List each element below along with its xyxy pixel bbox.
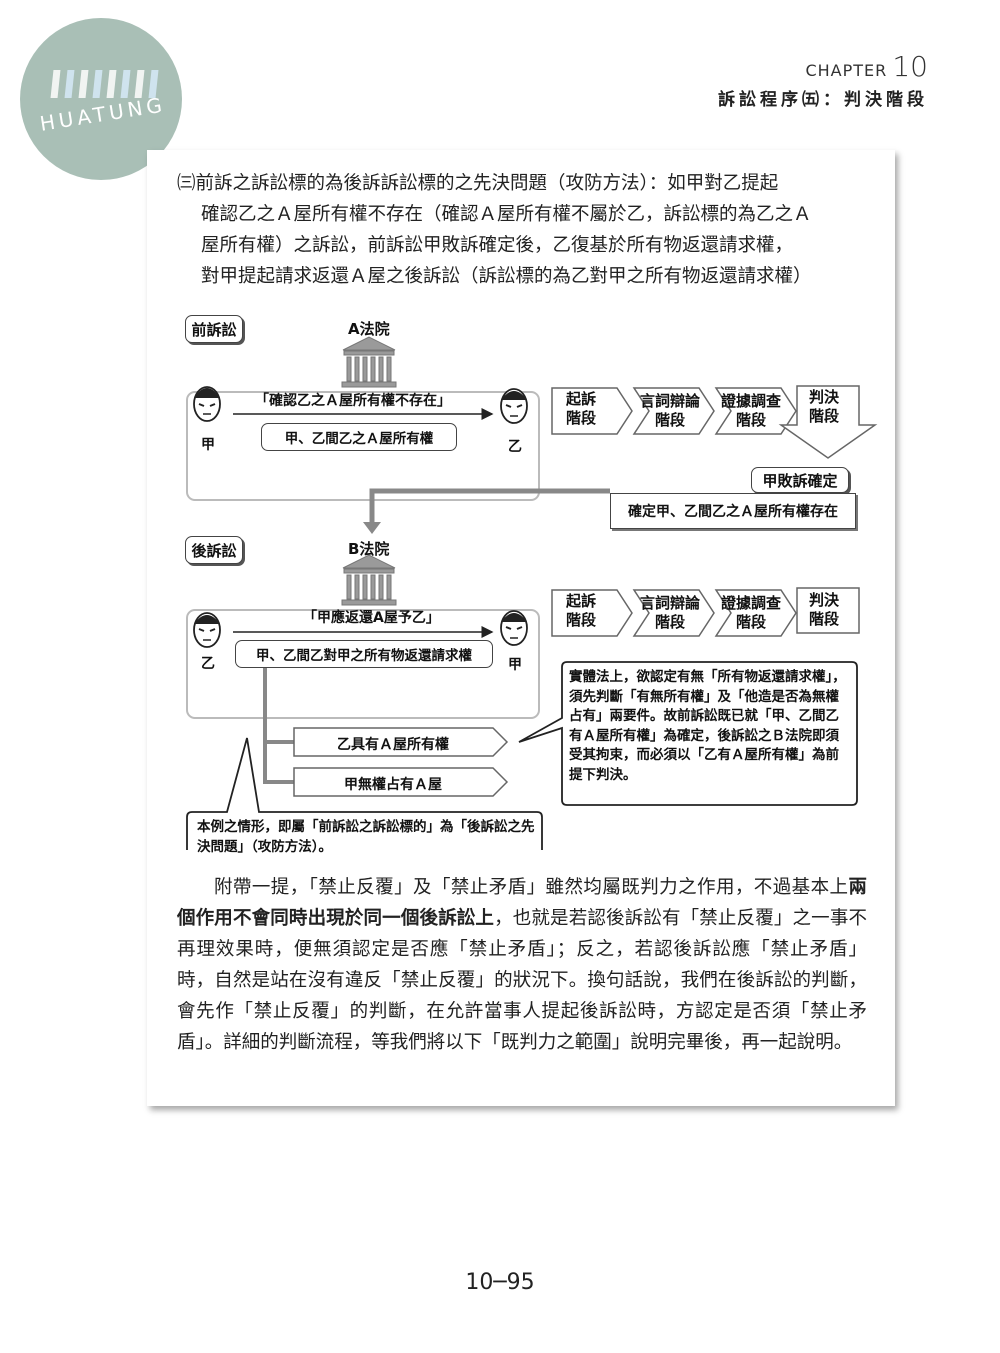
note-right-callout (518, 661, 858, 806)
prior-stage-4: 判決階段 (809, 388, 840, 425)
content-card: ㈢前訴之訴訟標的為後訴訴訟標的之先決問題（攻防方法）：如甲對乙提起 確認乙之Ａ屋… (147, 150, 895, 1106)
chapter-header: CHAPTER 10 訴訟程序㈤：判決階段 (718, 50, 928, 110)
later-stage-1: 起訴階段 (566, 592, 597, 629)
prior-subject: 甲、乙間乙之Ａ屋所有權 (261, 423, 457, 451)
logo-stripes (50, 70, 159, 98)
diagram-graphics (186, 336, 878, 850)
requirement-arrow-1 (293, 727, 509, 757)
later-suit-tag: 後訴訟 (185, 536, 243, 564)
later-stage-2: 言詞辯論階段 (639, 594, 700, 631)
note-right-text: 實體法上，欲認定有無「所有物返還請求權」，須先判斷「有無所有權」及「他造是否為無… (569, 669, 846, 783)
chapter-label: CHAPTER (805, 61, 888, 80)
requirement-arrow-2 (293, 767, 509, 797)
paragraph-text: 附帶一提，「禁止反覆」及「禁止矛盾」雖然均屬既判力之作用，不過基本上兩個作用不會… (177, 872, 867, 1058)
face-yi-later-icon (193, 612, 221, 648)
result-text: 確定甲、乙間乙之Ａ屋所有權存在 (610, 493, 856, 529)
note-left-callout (186, 737, 543, 850)
prior-stage-3: 證據調查階段 (720, 392, 781, 429)
face-jia-later-icon (500, 610, 528, 646)
note-left-text: 本例之情形，即屬「前訴訟之訴訟標的」為「後訴訟之先決問題」（攻防方法）。 (197, 819, 535, 855)
result-connector (369, 488, 610, 524)
face-yi-prior-icon (500, 388, 528, 424)
court-a-icon (341, 336, 397, 388)
later-stage-arrows (551, 587, 860, 637)
section-item: ㈢前訴之訴訟標的為後訴訴訟標的之先決問題（攻防方法）：如甲對乙提起 確認乙之Ａ屋… (177, 168, 867, 292)
item-line-2: 確認乙之Ａ屋所有權不存在（確認Ａ屋所有權不屬於乙，訴訟標的為乙之Ａ (201, 204, 812, 225)
court-a-label: A法院 (348, 320, 390, 338)
chapter-subtitle: 訴訟程序㈤：判決階段 (718, 90, 928, 110)
chapter-line: CHAPTER 10 (718, 50, 928, 83)
later-subject: 甲、乙間乙對甲之所有物返還請求權 (235, 640, 493, 668)
requirement-2: 甲無權占有Ａ屋 (344, 777, 442, 793)
item-line-1: 前訴之訴訟標的為後訴訴訟標的之先決問題（攻防方法）：如甲對乙提起 (195, 173, 779, 194)
requirement-1: 乙具有Ａ屋所有權 (337, 737, 449, 753)
prior-stage-arrows (551, 385, 878, 459)
result-tag: 甲敗訴確定 (751, 467, 849, 493)
item-line-4: 對甲提起請求返還Ａ屋之後訴訟（訴訟標的為乙對甲之所有物返還請求權） (201, 266, 812, 287)
face-jia-prior-icon (193, 386, 221, 422)
prior-claim: 「確認乙之Ａ屋所有權不存在」 (255, 393, 451, 409)
requirement-bracket-2 (263, 742, 294, 784)
prior-left-person: 甲 (201, 437, 215, 453)
litigation-diagram: 前訴訟 A法院 「確認乙之Ａ屋所有權不存在」 甲、乙間乙之Ａ屋所有權 甲 乙 起… (147, 310, 895, 855)
paragraph-part-2: ，也就是若認後訴訟有「禁止反覆」之一事不再理效果時，便無須認定是否應「禁止矛盾」… (177, 908, 867, 1053)
prior-right-person: 乙 (508, 439, 522, 455)
later-judgment-box (796, 587, 860, 634)
later-right-person: 甲 (508, 657, 522, 673)
body-paragraph: 附帶一提，「禁止反覆」及「禁止矛盾」雖然均屬既判力之作用，不過基本上兩個作用不會… (177, 872, 867, 1058)
court-b-label: B法院 (348, 540, 390, 558)
prior-suit-tag: 前訴訟 (185, 315, 243, 343)
later-claim: 「甲應返還A屋予乙」 (303, 610, 440, 626)
court-b-icon (341, 554, 397, 606)
later-stage-3: 證據調查階段 (720, 594, 781, 631)
item-line-3: 屋所有權）之訴訟，前訴訟甲敗訴確定後，乙復基於所有物返還請求權， (201, 235, 794, 256)
page-number: 10─95 (465, 1270, 535, 1295)
chapter-number: 10 (892, 50, 928, 83)
paragraph-bold: 兩個作用不會同時出現於同一個後訴訟上 (177, 877, 867, 929)
later-left-person: 乙 (201, 656, 215, 672)
prior-stage-2: 言詞辯論階段 (639, 392, 700, 429)
paragraph-part-1: 附帶一提，「禁止反覆」及「禁止矛盾」雖然均屬既判力之作用，不過基本上 (214, 877, 849, 898)
prior-stage-1: 起訴階段 (566, 390, 597, 427)
later-stage-4: 判決階段 (809, 591, 840, 628)
item-marker: ㈢ (177, 173, 196, 194)
